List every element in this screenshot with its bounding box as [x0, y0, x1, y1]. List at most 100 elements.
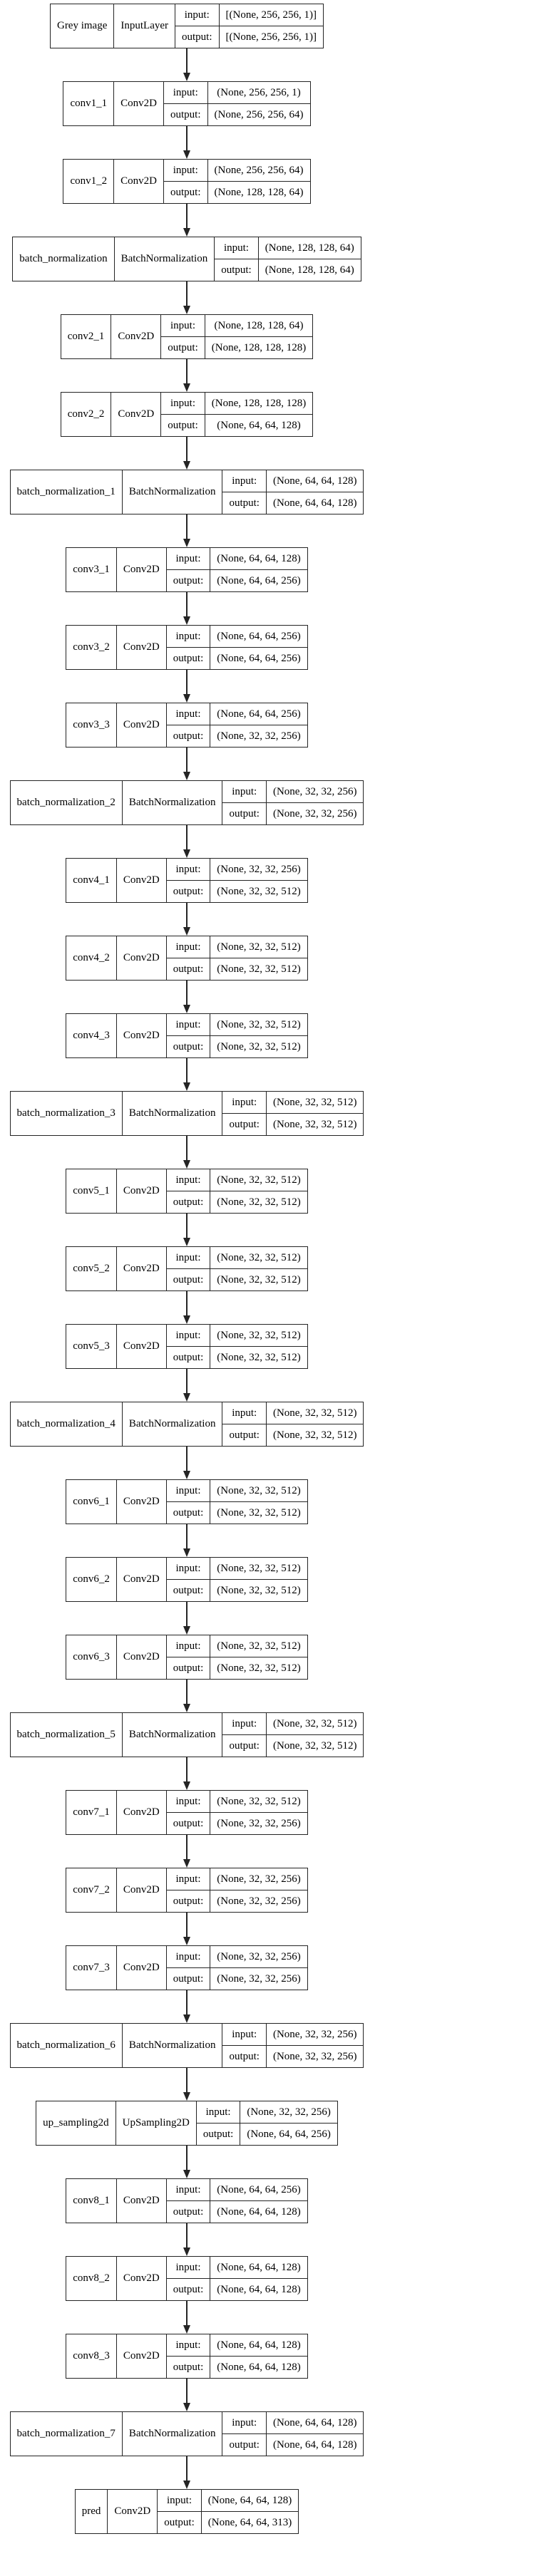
input-label: input: [222, 1402, 267, 1424]
input-label: input: [160, 314, 205, 337]
down-arrow-connector [183, 2223, 190, 2256]
arrow-line [186, 1291, 188, 1315]
input-shape: (None, 64, 64, 128) [265, 470, 364, 492]
output-label: output: [165, 2356, 211, 2379]
output-label: output: [214, 259, 259, 281]
layer-node: conv3_2 Conv2D input: (None, 64, 64, 256… [66, 625, 308, 670]
arrow-head-icon [183, 1238, 190, 1246]
layer-name: conv5_1 [66, 1169, 117, 1214]
arrow-line [186, 204, 188, 228]
output-shape: (None, 32, 32, 256) [265, 802, 364, 825]
input-label: input: [165, 703, 211, 725]
layer-name: conv8_2 [66, 2256, 117, 2301]
input-shape: (None, 32, 32, 512) [210, 1013, 308, 1036]
output-shape: (None, 32, 32, 256) [210, 1890, 308, 1913]
layer-node: conv2_1 Conv2D input: (None, 128, 128, 6… [60, 314, 314, 359]
output-shape: (None, 32, 32, 256) [210, 725, 308, 748]
layer-node: batch_normalization BatchNormalization i… [12, 237, 361, 281]
output-label: output: [195, 2123, 241, 2146]
input-shape: (None, 64, 64, 256) [210, 625, 308, 648]
output-label: output: [165, 569, 211, 592]
input-shape: (None, 32, 32, 512) [265, 1712, 364, 1735]
arrow-line [186, 1835, 188, 1859]
input-shape: (None, 256, 256, 1) [207, 81, 311, 104]
layer-name: batch_normalization_4 [9, 1402, 123, 1447]
layer-name: conv3_2 [66, 625, 117, 670]
down-arrow-connector [183, 1524, 190, 1557]
input-shape: (None, 32, 32, 512) [210, 1479, 308, 1502]
input-shape: (None, 32, 32, 512) [210, 936, 308, 958]
arrow-head-icon [183, 2325, 190, 2334]
input-shape: (None, 64, 64, 256) [210, 703, 308, 725]
input-label: input: [222, 1712, 267, 1735]
input-label: input: [165, 1013, 211, 1036]
output-shape: (None, 32, 32, 512) [210, 1501, 308, 1524]
input-shape: (None, 32, 32, 512) [210, 1635, 308, 1657]
layer-type: BatchNormalization [121, 1712, 223, 1757]
layer-name: conv5_2 [66, 1246, 117, 1291]
layer-node: batch_normalization_4 BatchNormalization… [9, 1402, 364, 1447]
layer-type: BatchNormalization [113, 237, 215, 281]
down-arrow-connector [183, 1990, 190, 2023]
layer-node: conv5_2 Conv2D input: (None, 32, 32, 512… [66, 1246, 308, 1291]
layer-node: up_sampling2d UpSampling2D input: (None,… [36, 2101, 338, 2146]
output-label: output: [222, 802, 267, 825]
layer-type: Conv2D [111, 392, 162, 437]
layer-node: pred Conv2D input: (None, 64, 64, 128) o… [74, 2489, 299, 2534]
output-label: output: [163, 181, 208, 204]
output-shape: (None, 64, 64, 128) [210, 2200, 308, 2223]
layer-node: conv3_3 Conv2D input: (None, 64, 64, 256… [66, 703, 308, 748]
arrow-head-icon [183, 2247, 190, 2256]
arrow-head-icon [183, 2170, 190, 2178]
output-label: output: [165, 1967, 211, 1990]
input-label: input: [165, 858, 211, 881]
down-arrow-connector [183, 514, 190, 547]
arrow-head-icon [183, 228, 190, 237]
arrow-line [186, 437, 188, 461]
output-shape: (None, 32, 32, 512) [265, 1424, 364, 1447]
layer-node: conv8_1 Conv2D input: (None, 64, 64, 256… [66, 2178, 308, 2223]
down-arrow-connector [183, 1136, 190, 1169]
input-shape: (None, 32, 32, 512) [210, 1790, 308, 1813]
input-label: input: [165, 1479, 211, 1502]
arrow-line [186, 1913, 188, 1937]
arrow-line [186, 2146, 188, 2170]
down-arrow-connector [183, 1757, 190, 1790]
layer-name: batch_normalization_2 [9, 780, 123, 825]
arrow-head-icon [183, 616, 190, 625]
layer-name: conv4_1 [66, 858, 117, 903]
input-shape: (None, 128, 128, 64) [204, 314, 314, 337]
arrow-head-icon [183, 1704, 190, 1712]
output-shape: (None, 32, 32, 512) [210, 1579, 308, 1602]
layer-node: conv1_2 Conv2D input: (None, 256, 256, 6… [63, 159, 311, 204]
down-arrow-connector [183, 1369, 190, 1402]
input-label: input: [222, 780, 267, 803]
layer-node: conv6_2 Conv2D input: (None, 32, 32, 512… [66, 1557, 308, 1602]
layer-node: batch_normalization_6 BatchNormalization… [9, 2023, 364, 2068]
output-shape: (None, 64, 64, 128) [265, 2433, 364, 2456]
layer-type: Conv2D [115, 703, 167, 748]
arrow-line [186, 2301, 188, 2325]
arrow-head-icon [183, 2481, 190, 2489]
output-shape: (None, 64, 64, 256) [210, 569, 308, 592]
arrow-head-icon [183, 1315, 190, 1324]
layer-name: batch_normalization_3 [9, 1091, 123, 1136]
layer-type: Conv2D [115, 625, 167, 670]
down-arrow-connector [183, 1447, 190, 1479]
arrow-line [186, 514, 188, 539]
arrow-head-icon [183, 1626, 190, 1635]
arrow-line [186, 1680, 188, 1704]
output-shape: (None, 64, 64, 128) [210, 2356, 308, 2379]
input-label: input: [222, 2411, 267, 2434]
layer-type: InputLayer [113, 4, 176, 48]
output-shape: (None, 64, 64, 313) [200, 2511, 299, 2534]
input-shape: (None, 256, 256, 64) [207, 159, 311, 182]
layer-name: conv6_3 [66, 1635, 117, 1680]
layer-type: Conv2D [115, 1013, 167, 1058]
down-arrow-connector [183, 1291, 190, 1324]
layer-node: conv1_1 Conv2D input: (None, 256, 256, 1… [63, 81, 311, 126]
layer-node: conv7_2 Conv2D input: (None, 32, 32, 256… [66, 1868, 308, 1913]
input-label: input: [165, 936, 211, 958]
layer-name: up_sampling2d [36, 2101, 116, 2146]
output-shape: (None, 256, 256, 64) [207, 103, 311, 126]
